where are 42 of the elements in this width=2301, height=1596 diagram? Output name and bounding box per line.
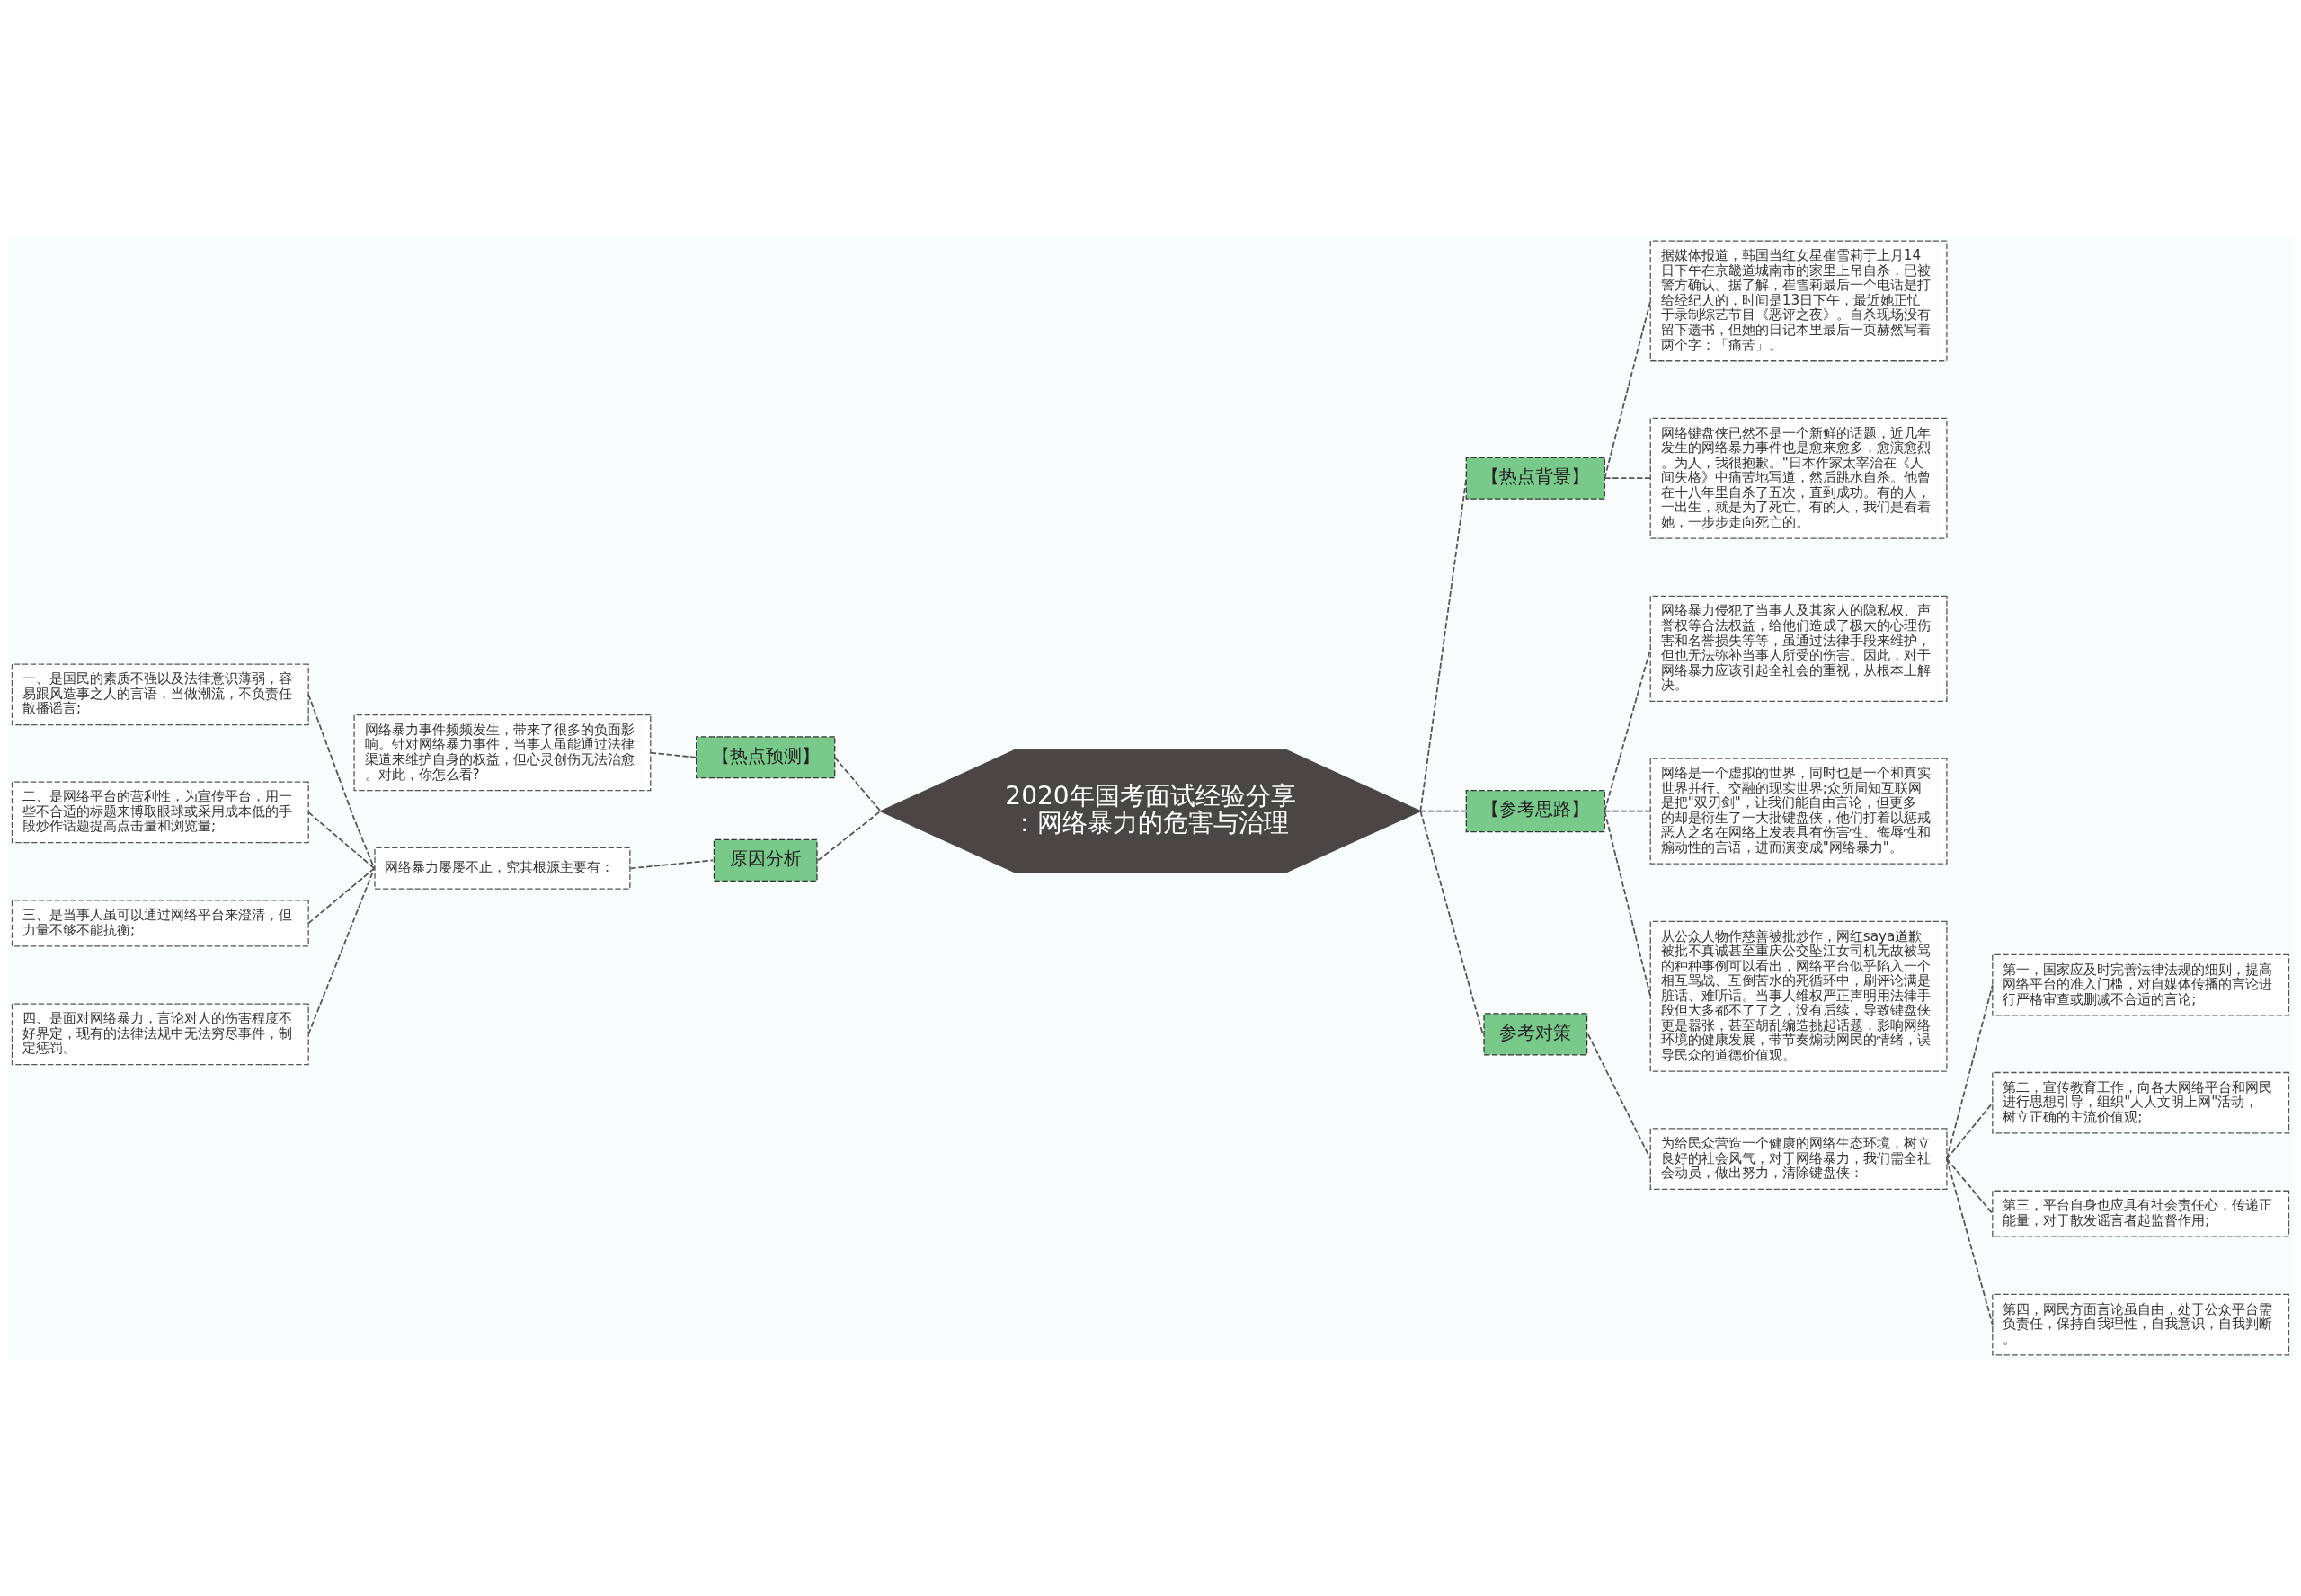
connector — [1604, 648, 1652, 812]
node-box: 一、是国民的素质不强以及法律意识薄弱，容易跟风造事之人的言语，当做潮流，不负责任散播谣言; — [11, 663, 309, 726]
connector — [1419, 810, 1484, 1035]
node-box: 参考对策 — [1483, 1013, 1588, 1056]
node-box: 第三，平台自身也应具有社会责任心，传递正能量，对于散发谣言者起监督作用; — [1992, 1190, 2290, 1237]
node-box: 网络键盘侠已然不是一个新鲜的话题，近几年发生的网络暴力事件也是愈来愈多，愈演愈烈。为人，我很抱歉。"日本作家太宰治在《人间失格》中痛苦地写道，然后跳水自杀。他曾在十八年里自杀了五次，直到成功。有的人，一出生，就是为了死亡。有的人，我们是看着她，一步步走向死亡的。 — [1649, 417, 1948, 539]
connector — [1604, 477, 1652, 480]
node-box: 二、是网络平台的营利性，为宣传平台，用一些不合适的标题来博取眼球或采用成本低的手段炒作话题提高点击量和浏览量; — [11, 781, 309, 844]
connector — [817, 810, 882, 862]
node-box: 据媒体报道，韩国当红女星崔雪莉于上月14日下午在京畿道城南市的家里上吊自杀，已被警方确认。据了解，崔雪莉最后一个电话是打给经纪人的，时间是13日下午，最近她正忙于录制综艺节目《恶评之夜》。自杀现场没有留下遗书，但她的日记本里最后一页赫然写着两个字：「痛苦」。 — [1649, 240, 1948, 362]
node-box: 第一，国家应及时完善法律法规的细则，提高网络平台的准入门槛，对自媒体传播的言论进行严格审查或删减不合适的言论; — [1992, 953, 2290, 1016]
connector — [1604, 300, 1652, 480]
connector — [307, 867, 376, 1035]
connector — [1586, 1033, 1652, 1160]
connector — [1419, 810, 1468, 812]
node-box: 从公众人物作慈善被批炒作，网红saya道歉被批不真诚甚至重庆公交坠江女司机无故被骂的种种事例可以看出，网络平台似乎陷入一个相互骂战、互倒苦水的死循环中，刷评论满是脏话、难听话。当事人维权严正声明用法律手段但大多都不了了之，没有后续，导致键盘侠更是嚣张，甚至胡乱编造挑起话题，影响网络环境的健康发展，带节奏煽动网民的情绪，误导民众的道德价值观。 — [1649, 920, 1948, 1072]
node-box: 第四，网民方面言论虽自由，处于公众平台需负责任，保持自我理性，自我意识，自我判断。 — [1992, 1293, 2290, 1356]
connector — [1604, 810, 1652, 998]
connector — [1604, 810, 1652, 812]
node-box: 网络暴力屡屡不止，究其根源主要有： — [374, 847, 631, 890]
connector — [1946, 1157, 1994, 1326]
node-box: 【参考思路】 — [1465, 790, 1605, 833]
node-box: 四、是面对网络暴力，言论对人的伤害程度不好界定，现有的法律法规中无法穷尽事件，制定惩罚。 — [11, 1003, 309, 1066]
connector — [307, 693, 376, 870]
connector — [307, 811, 376, 870]
connector — [629, 859, 715, 870]
connector — [307, 867, 376, 925]
node-box: 三、是当事人虽可以通过网络平台来澄清，但力量不够不能抗衡; — [11, 900, 309, 947]
node-box: 【热点背景】 — [1465, 457, 1605, 500]
node-box: 第二，宣传教育工作，向各大网络平台和网民进行思想引导，组织"人人文明上网"活动，树立正确的主流价值观; — [1992, 1071, 2290, 1134]
node-box: 网络是一个虚拟的世界，同时也是一个和真实世界并行、交融的现实世界;众所周知互联网是把"双刃剑"，让我们能自由言论，但更多的却是衍生了一大批键盘侠，他们打着以惩戒恶人之名在网络上发表具有伤害性、侮辱性和煽动性的言语，进而演变成"网络暴力"。 — [1649, 758, 1948, 864]
connector — [1946, 1157, 1994, 1215]
connector — [833, 756, 882, 812]
node-box: 【热点预测】 — [696, 736, 836, 779]
node-box: 为给民众营造一个健康的网络生态环境，树立良好的社会风气，对于网络暴力，我们需全社会动员，做出努力，清除键盘侠： — [1649, 1128, 1948, 1190]
connector — [1946, 984, 1994, 1160]
node-box: 网络暴力侵犯了当事人及其家人的隐私权、声誉权等合法权益，给他们造成了极大的心理伤害和名誉损失等等，虽通过法律手段来维护，但也无法弥补当事人所受的伤害。因此，对于网络暴力应该引起全社会的重视，从根本上解决。 — [1649, 595, 1948, 703]
node-box: 原因分析 — [713, 838, 818, 882]
connector — [1419, 477, 1468, 812]
connector — [649, 751, 697, 758]
node-box: 网络暴力事件频频发生，带来了很多的负面影响。针对网络暴力事件，当事人虽能通过法律渠道来维护自身的权益，但心灵创伤无法治愈。对此，你怎么看? — [353, 714, 652, 792]
connector — [1946, 1102, 1994, 1160]
